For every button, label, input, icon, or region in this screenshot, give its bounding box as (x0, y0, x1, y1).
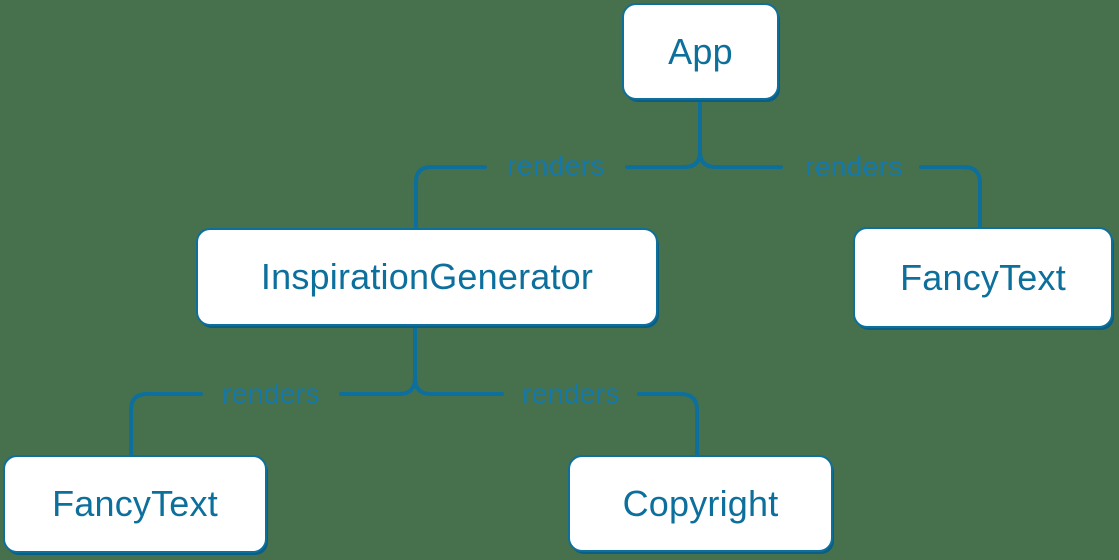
node-fancytext-top-label: FancyText (900, 256, 1066, 298)
node-app-label: App (668, 30, 733, 72)
node-fancytext-bottom-label: FancyText (52, 483, 218, 524)
edge-label-inspirationgenerator-fancytext: renders (222, 378, 320, 409)
node-copyright-label: Copyright (622, 482, 779, 524)
node-copyright: Copyright (568, 455, 833, 552)
edge-label-app-fancytext: renders (805, 151, 903, 182)
node-inspiration-generator: InspirationGenerator (196, 228, 658, 326)
node-inspiration-generator-label: InspirationGenerator (260, 256, 594, 297)
edge-app-fancytext (698, 150, 982, 229)
edge-inspirationgenerator-copyright (413, 376, 699, 457)
edge-label-inspirationgenerator-copyright: renders (522, 378, 620, 409)
node-fancytext-bottom: FancyText (3, 455, 267, 553)
node-app: App (622, 3, 779, 100)
node-fancytext-top: FancyText (853, 227, 1113, 328)
edge-label-app-inspirationgenerator: renders (507, 150, 605, 181)
